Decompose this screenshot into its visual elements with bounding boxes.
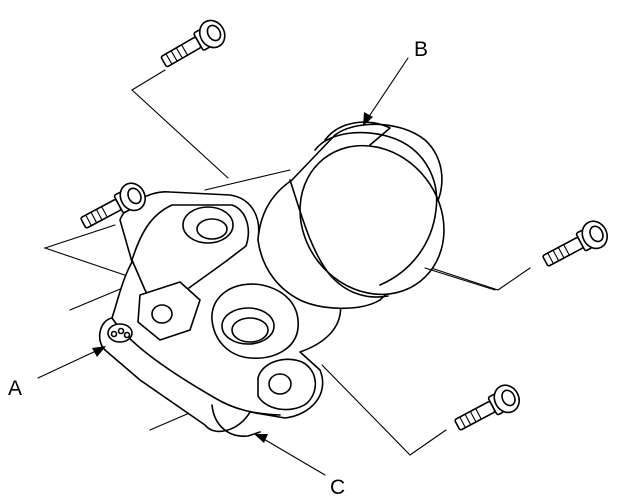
bolt-right bbox=[542, 220, 608, 267]
bolt-left bbox=[80, 182, 146, 229]
bracket-flange-edge bbox=[111, 317, 281, 416]
bolt-leader-top bbox=[131, 69, 229, 179]
bolt-top bbox=[160, 19, 226, 68]
bolt-leader-left bbox=[43, 224, 146, 283]
bolt-leader-bottom bbox=[321, 364, 447, 456]
arm-bore-inner bbox=[196, 218, 228, 240]
arm-bore bbox=[182, 206, 234, 244]
callout-arrow-a bbox=[37, 346, 106, 379]
callout-arrow-c bbox=[254, 434, 326, 476]
pipe-band bbox=[289, 179, 389, 298]
center-bore-inner bbox=[231, 317, 269, 343]
callout-label-c: C bbox=[330, 476, 345, 499]
bolt-bottom bbox=[454, 384, 520, 431]
callout-arrow-b bbox=[363, 57, 409, 126]
ref-line-left bbox=[69, 286, 126, 311]
pipe-connector bbox=[424, 267, 496, 291]
bolt-leader-right bbox=[424, 265, 531, 291]
mount-hole-left bbox=[151, 304, 173, 324]
pipe-flange-rim bbox=[314, 131, 438, 286]
pipe-ref-line bbox=[204, 169, 291, 191]
pipe-stub bbox=[324, 121, 391, 146]
detail-a-boss bbox=[107, 323, 133, 343]
callout-label-b: B bbox=[414, 38, 428, 61]
pipe-flange bbox=[299, 144, 445, 296]
center-bore bbox=[221, 307, 275, 345]
bracket-lower-lip bbox=[211, 404, 261, 437]
mount-hole-right bbox=[268, 373, 292, 395]
callout-label-a: A bbox=[8, 377, 22, 400]
